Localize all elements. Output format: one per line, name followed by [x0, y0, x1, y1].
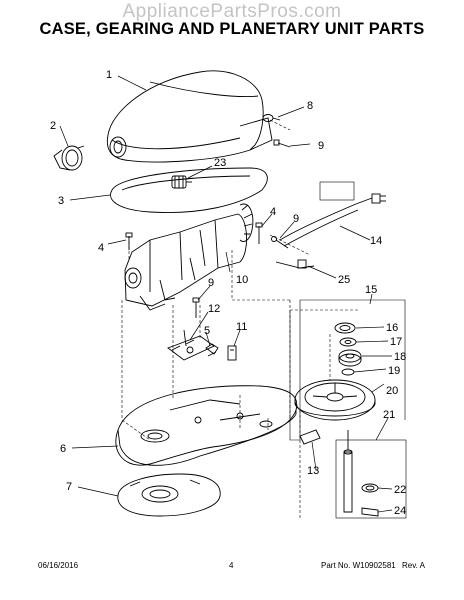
callout-label: 20	[386, 385, 398, 397]
cord-clamp-part	[275, 259, 315, 269]
callout-label: 5	[204, 325, 210, 337]
callout-label: 22	[394, 484, 406, 496]
planetary-shaft-group-box	[335, 439, 407, 519]
callout-label: 10	[236, 274, 248, 286]
clip-part	[205, 343, 219, 357]
callout-label: 4	[98, 242, 104, 254]
callout-label: 19	[388, 365, 400, 377]
gear-part-18	[338, 349, 362, 367]
control-plate-part	[167, 329, 215, 361]
screw-part-9-low	[192, 297, 200, 318]
switch-part	[227, 345, 237, 361]
pin-part	[299, 429, 321, 445]
screw-part-9-top	[273, 139, 291, 148]
callout-label: 12	[208, 303, 220, 315]
callout-label: 2	[50, 120, 56, 132]
callout-label: 1	[106, 69, 112, 81]
callout-label: 17	[390, 336, 402, 348]
screw-part-9-mid	[271, 236, 289, 249]
planetary-housing-part	[294, 379, 376, 421]
washer-part-19	[341, 368, 355, 376]
callout-label: 25	[338, 274, 350, 286]
planetary-unit-group-box	[289, 299, 406, 441]
head-housing-part	[106, 70, 273, 163]
footer-revision: Rev. A	[402, 561, 425, 570]
page-title: CASE, GEARING AND PLANETARY UNIT PARTS	[39, 20, 425, 38]
washer-part-16	[334, 322, 356, 334]
screw-part-4-right	[255, 222, 263, 244]
base-pedestal-part	[115, 385, 298, 466]
callout-label: 15	[365, 284, 377, 296]
callout-label: 23	[214, 157, 226, 169]
base-plate-part	[117, 473, 221, 517]
footer-page-number: 4	[229, 561, 234, 570]
callout-label: 11	[236, 321, 247, 333]
callout-label: 13	[307, 465, 319, 477]
washer-part-17	[339, 337, 357, 347]
assembly-guide-lines	[121, 119, 360, 520]
callout-label: 16	[386, 322, 398, 334]
callout-label: 24	[394, 505, 406, 517]
shaft-part-21	[343, 430, 353, 513]
screw-part-8	[262, 114, 281, 122]
hub-cover-part	[53, 145, 85, 171]
callout-label: 14	[370, 235, 382, 247]
knob-part	[171, 175, 192, 189]
callout-label: 18	[394, 351, 406, 363]
watermark: AppliancePartsPros.com	[122, 1, 342, 22]
gasket-part	[110, 167, 268, 213]
callout-label: 7	[66, 481, 72, 493]
callout-label: 4	[270, 206, 276, 218]
callout-label: 8	[307, 100, 313, 112]
callout-label: 3	[58, 195, 64, 207]
screw-part-4-left	[125, 232, 133, 250]
callout-label: 21	[383, 409, 395, 421]
footer-part-number: Part No. W10902581	[321, 561, 396, 570]
callout-label: 9	[318, 140, 324, 152]
power-cord-part	[279, 181, 386, 247]
ring-part	[361, 483, 379, 493]
leader-lines	[59, 75, 393, 513]
motor-assembly-part	[124, 203, 254, 311]
callout-label: 6	[60, 443, 66, 455]
callout-label: 9	[293, 213, 299, 225]
footer-date: 06/16/2016	[38, 561, 79, 570]
callout-label: 9	[208, 277, 214, 289]
callout-numbers: 1 8 2 9 23 3 4 9 4 10 14 25 9 15 12 16 5…	[50, 69, 406, 517]
pin-part-24	[361, 507, 379, 517]
